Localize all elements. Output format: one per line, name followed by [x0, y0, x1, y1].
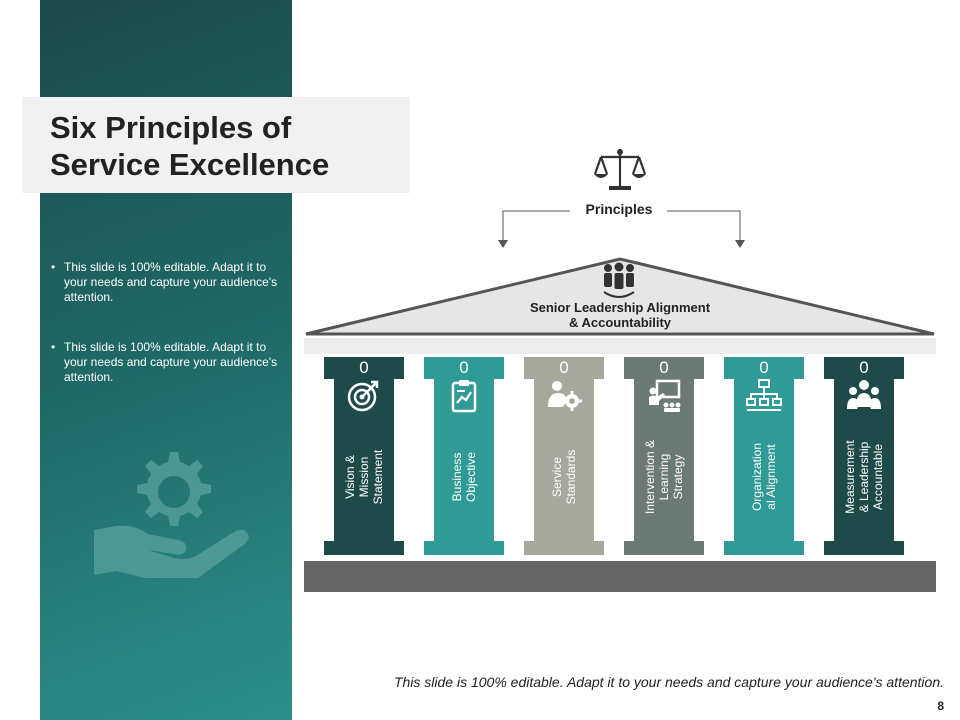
balance-scale-icon — [593, 149, 647, 190]
pillar-shaft — [534, 379, 594, 541]
pillar-foot — [624, 541, 704, 555]
title-box: Six Principles of Service Excellence — [22, 97, 410, 193]
pillar-label-line: Statement — [371, 449, 385, 505]
person-gear-icon — [548, 381, 582, 411]
org-chart-icon — [746, 379, 782, 411]
pillar-foot — [724, 541, 804, 555]
pillar-label: Organization al Alignment — [750, 421, 778, 533]
pillar-number: 0 — [459, 358, 469, 377]
pillar-label-line: Measurement — [843, 440, 857, 514]
clipboard-chart-icon — [451, 380, 477, 413]
pillar-foot — [524, 541, 604, 555]
slide-title-line-1: Six Principles of — [50, 110, 292, 145]
pillar-business: 0 Business Objective — [424, 357, 504, 557]
roof-label-line-2: & Accountability — [568, 315, 672, 330]
pillar-label-line: & Leadership — [857, 441, 871, 513]
pillar-cap — [324, 357, 404, 379]
pillar-label: Intervention & Learning Strategy — [643, 421, 685, 533]
pillar-organization: 0 Organization al Alignment — [724, 357, 804, 557]
pillar-number: 0 — [659, 358, 669, 377]
principles-label: Principles — [585, 201, 653, 217]
pillar-number: 0 — [559, 358, 569, 377]
pillar-label-line: Accountable — [871, 443, 885, 511]
pillar-label-line: Intervention & — [643, 439, 657, 515]
pillar-cap — [824, 357, 904, 379]
pillar-cap — [524, 357, 604, 379]
pillar-label-line: Objective — [464, 451, 478, 503]
pillar-number: 0 — [759, 358, 769, 377]
pillar-foot — [324, 541, 404, 555]
pillar-base — [304, 561, 936, 592]
leadership-group-icon — [603, 262, 635, 298]
bullet-list: This slide is 100% editable. Adapt it to… — [50, 260, 280, 420]
footer-note: This slide is 100% editable. Adapt it to… — [393, 674, 944, 690]
bullet-item: This slide is 100% editable. Adapt it to… — [50, 260, 280, 305]
page-number: 8 — [937, 699, 944, 713]
principles-arrows — [498, 210, 745, 248]
pillar-label: Vision & Mission Statement — [343, 421, 385, 533]
target-icon — [347, 380, 379, 412]
slide-title-line-2: Service Excellence — [50, 147, 330, 182]
pillar-label-line: Business — [450, 452, 464, 502]
pillar-cap — [724, 357, 804, 379]
pillar-label-line: Service — [550, 457, 564, 498]
pillar-label: Business Objective — [450, 421, 478, 533]
pillar-vision: 0 Vision & Mission Statement — [324, 357, 404, 557]
roof-label: Senior Leadership Alignment & Accountabi… — [490, 300, 750, 330]
team-icon — [847, 380, 881, 409]
pillar-measurement: 0 Measurement & Leadership Accountable — [824, 357, 904, 557]
pillar-foot — [424, 541, 504, 555]
pillar-label-line: Strategy — [671, 454, 685, 500]
pillar-number: 0 — [359, 358, 369, 377]
pillar-service: 0 Service Standards — [524, 357, 604, 557]
pillar-shaft — [334, 379, 394, 541]
pillar-label-line: Organization — [750, 442, 764, 512]
pillar-cap — [624, 357, 704, 379]
pillar-label-line: Vision & — [343, 455, 357, 499]
presentation-board-icon — [649, 379, 681, 412]
pillar-label: Measurement & Leadership Accountable — [843, 421, 885, 533]
bullet-item: This slide is 100% editable. Adapt it to… — [50, 340, 280, 385]
roof-label-line-1: Senior Leadership Alignment — [529, 300, 711, 315]
pillar-label-line: Standards — [564, 449, 578, 505]
pillar-intervention: 0 Intervention & Learning Strategy — [624, 357, 704, 557]
pillar-number: 0 — [859, 358, 869, 377]
pillar-label-line: al Alignment — [764, 444, 778, 510]
pillar-foot — [824, 541, 904, 555]
roof-beam — [304, 338, 936, 354]
hand-gear-icon — [94, 452, 249, 578]
pillar-shaft — [434, 379, 494, 541]
pillar-label: Service Standards — [550, 421, 578, 533]
pillar-label-line: Mission — [357, 456, 371, 498]
pillar-cap — [424, 357, 504, 379]
pillar-label-line: Learning — [657, 453, 671, 501]
